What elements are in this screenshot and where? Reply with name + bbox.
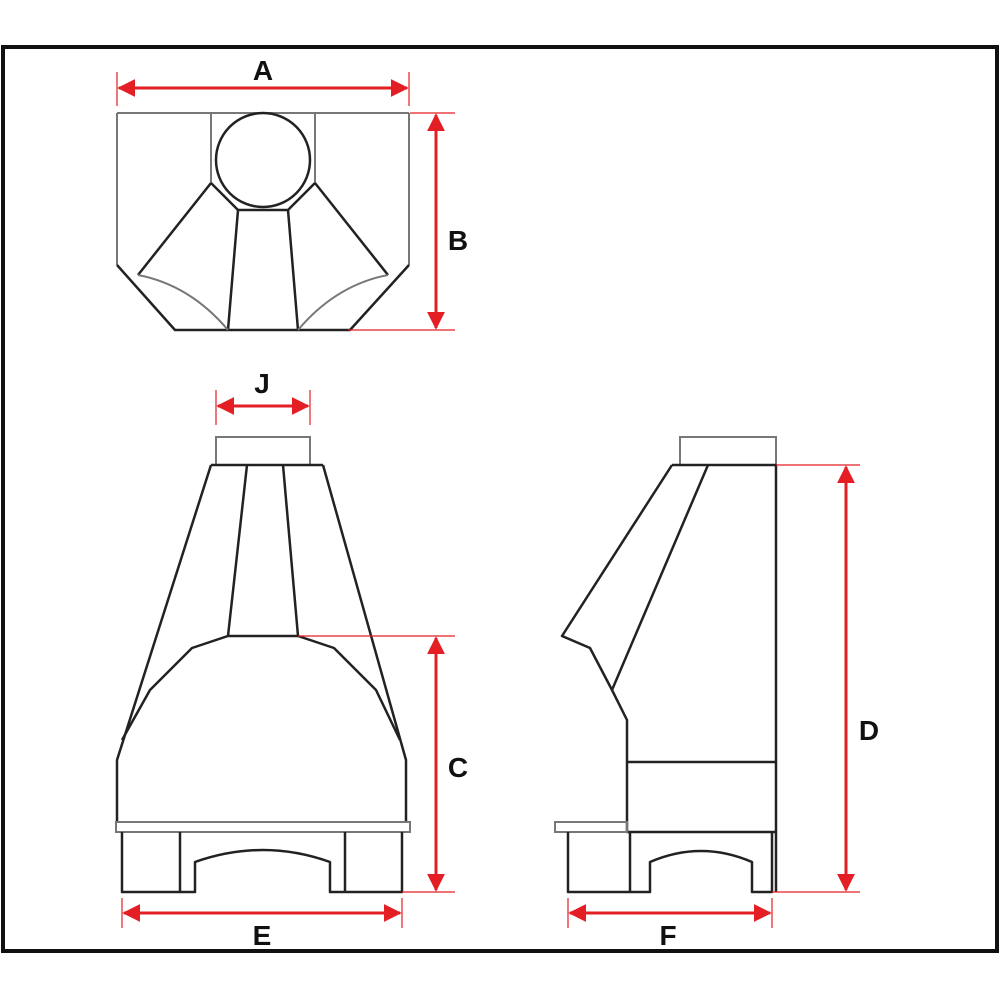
label-b: B [448, 225, 468, 256]
dimension-j: J [215, 368, 311, 425]
label-f: F [659, 920, 676, 951]
front-view [115, 436, 411, 894]
dimension-a: A [116, 55, 410, 106]
dimension-c: C [298, 635, 468, 893]
label-j: J [254, 368, 270, 399]
label-c: C [448, 752, 468, 783]
side-view [554, 436, 778, 894]
dimension-e: E [121, 898, 403, 951]
top-view [116, 111, 410, 332]
dimension-d: D [772, 464, 879, 893]
label-e: E [253, 920, 272, 951]
dimension-f: F [567, 898, 773, 951]
frame-border [1, 45, 999, 953]
label-a: A [253, 55, 273, 86]
dimension-b: B [348, 112, 468, 331]
label-d: D [859, 715, 879, 746]
